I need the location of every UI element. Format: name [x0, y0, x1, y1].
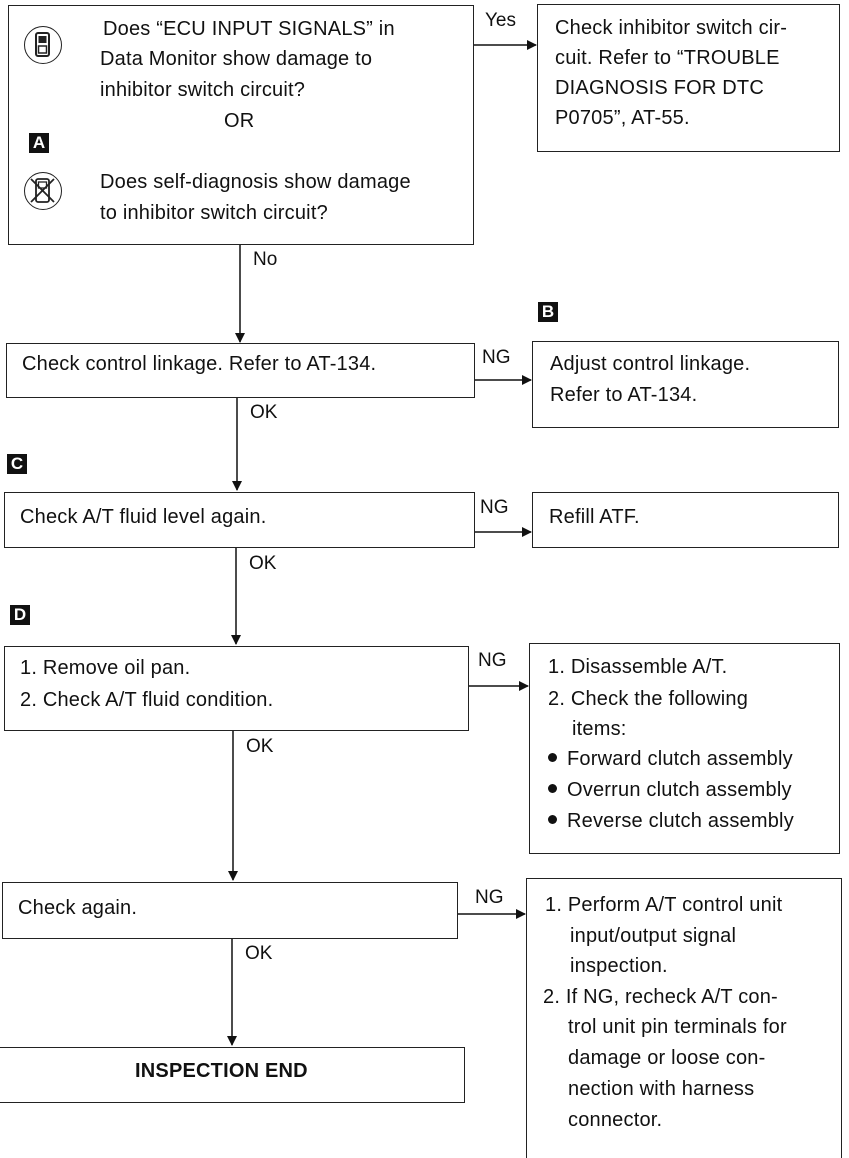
oil-pan-ng-result-line-1: 1. Disassemble A/T. — [548, 656, 728, 678]
linkage-check-text: Check control linkage. Refer to AT-134. — [22, 353, 377, 375]
step-c-badge: C — [7, 454, 27, 474]
oil-pan-bullet-3: Reverse clutch assembly — [548, 806, 794, 837]
linkage-ok-label: OK — [250, 402, 278, 423]
oil-pan-ng-label: NG — [478, 650, 507, 671]
linkage-check-box — [6, 343, 475, 398]
oil-pan-check-line-2: 2. Check A/T fluid condition. — [20, 689, 274, 711]
yes-label: Yes — [485, 10, 516, 31]
check-again-ng-result-line-1: 1. Perform A/T control unit — [545, 894, 783, 916]
or-label: OR — [224, 110, 255, 132]
fluid-level-check-text: Check A/T fluid level again. — [20, 506, 267, 528]
bullet-dot — [548, 815, 557, 825]
bullet-text: Reverse clutch assembly — [567, 810, 794, 832]
oil-pan-check-box — [4, 646, 469, 731]
yes-result-line-3: DIAGNOSIS FOR DTC — [555, 77, 764, 99]
ecu-question-line-2: Data Monitor show damage to — [100, 48, 373, 70]
check-again-ng-result-line-3: inspection. — [570, 955, 668, 977]
linkage-ng-label: NG — [482, 347, 511, 368]
fluid-level-ok-label: OK — [249, 553, 277, 574]
no-tester-icon — [24, 172, 62, 210]
linkage-ng-result-box — [532, 341, 839, 428]
check-again-ng-result-line-4: 2. If NG, recheck A/T con- — [543, 986, 778, 1008]
fluid-level-ng-result-text: Refill ATF. — [549, 506, 640, 528]
check-again-ng-label: NG — [475, 887, 504, 908]
yes-result-line-2: cuit. Refer to “TROUBLE — [555, 47, 780, 69]
bullet-text: Overrun clutch assembly — [567, 779, 792, 801]
check-again-box — [2, 882, 458, 939]
oil-pan-bullet-2: Overrun clutch assembly — [548, 775, 792, 806]
check-again-ng-result-line-2: input/output signal — [570, 925, 737, 947]
check-again-text: Check again. — [18, 897, 138, 919]
inspection-end-text: INSPECTION END — [135, 1060, 308, 1082]
ecu-question-line-1: Does “ECU INPUT SIGNALS” in — [103, 18, 395, 40]
step-a-badge: A — [29, 133, 49, 153]
bullet-dot — [548, 784, 557, 794]
check-again-ng-result-line-6: damage or loose con- — [568, 1047, 766, 1069]
oil-pan-check-line-1: 1. Remove oil pan. — [20, 657, 191, 679]
check-again-ng-result-line-7: nection with harness — [568, 1078, 755, 1100]
fluid-level-ng-result-box — [532, 492, 839, 548]
check-again-ng-result-box — [526, 878, 842, 1158]
step-b-badge: B — [538, 302, 558, 322]
ecu-question-line-3: inhibitor switch circuit? — [100, 79, 306, 101]
yes-result-line-4: P0705”, AT-55. — [555, 107, 690, 129]
bullet-text: Forward clutch assembly — [567, 748, 793, 770]
fluid-level-check-box — [4, 492, 475, 548]
selfdiag-question-line-2: to inhibitor switch circuit? — [100, 202, 328, 224]
oil-pan-ng-result-box — [529, 643, 840, 854]
linkage-ng-result-line-1: Adjust control linkage. — [550, 353, 751, 375]
oil-pan-ok-label: OK — [246, 736, 274, 757]
inspection-end-box — [0, 1047, 465, 1103]
oil-pan-ng-result-line-3: items: — [572, 718, 627, 740]
yes-result-line-1: Check inhibitor switch cir- — [555, 17, 788, 39]
check-again-ok-label: OK — [245, 943, 273, 964]
check-again-ng-result-line-8: connector. — [568, 1109, 663, 1131]
no-label: No — [253, 249, 278, 270]
ecu-question-box — [8, 5, 474, 245]
oil-pan-ng-result-line-2: 2. Check the following — [548, 688, 749, 710]
oil-pan-bullet-1: Forward clutch assembly — [548, 744, 793, 775]
linkage-ng-result-line-2: Refer to AT-134. — [550, 384, 698, 406]
selfdiag-question-line-1: Does self-diagnosis show damage — [100, 171, 411, 193]
fluid-level-ng-label: NG — [480, 497, 509, 518]
consult-tester-icon — [24, 26, 62, 64]
bullet-dot — [548, 753, 557, 763]
check-again-ng-result-line-5: trol unit pin terminals for — [568, 1016, 787, 1038]
step-d-badge: D — [10, 605, 30, 625]
yes-result-box — [537, 4, 840, 152]
